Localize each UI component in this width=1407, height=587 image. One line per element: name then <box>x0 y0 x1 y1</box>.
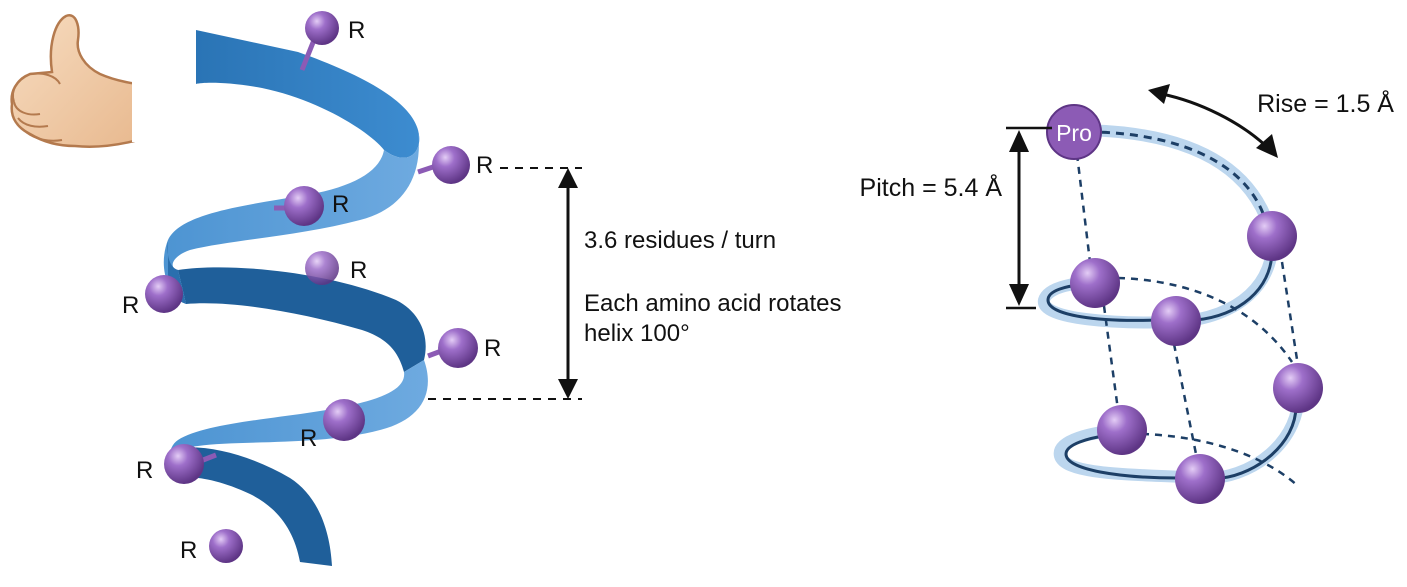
residue <box>1247 211 1297 261</box>
rotation-label-line2: helix 100° <box>584 320 690 347</box>
residue <box>1273 363 1323 413</box>
residue: R <box>305 251 367 285</box>
pitch-measurement: Pitch = 5.4 Å <box>860 126 1052 310</box>
proline-label: Pro <box>1056 120 1092 146</box>
r-label: R <box>300 425 317 452</box>
residue: R <box>136 444 217 484</box>
pitch-label: Pitch = 5.4 Å <box>860 172 1003 202</box>
double-arrow-icon <box>1161 92 1268 148</box>
r-label: R <box>348 17 365 44</box>
rise-label: Rise = 1.5 Å <box>1257 88 1394 118</box>
residues-per-turn-label: 3.6 residues / turn <box>584 227 776 254</box>
residue: R <box>180 529 243 564</box>
residue: R <box>122 275 183 319</box>
residue <box>1175 454 1225 504</box>
r-label: R <box>350 257 367 284</box>
r-label: R <box>122 292 139 319</box>
side-chain-residues: R R R R R R R <box>122 11 501 564</box>
residue <box>1151 296 1201 346</box>
ribbon-front-segment <box>196 30 420 158</box>
turn-measurement: 3.6 residues / turn Each amino acid rota… <box>428 167 841 400</box>
residue: R <box>299 11 365 71</box>
residue: R <box>427 328 501 368</box>
residue <box>1097 405 1147 455</box>
r-label: R <box>136 457 153 484</box>
r-label: R <box>476 152 493 179</box>
thumbs-up-icon <box>10 14 140 148</box>
residue: R <box>417 146 493 184</box>
proline-residue: Pro <box>1046 104 1102 160</box>
r-label: R <box>180 537 197 564</box>
ball-helix: Pro <box>1038 104 1323 504</box>
ribbon-back-segment <box>178 267 426 372</box>
rise-measurement: Rise = 1.5 Å <box>1148 84 1394 158</box>
rotation-label-line1: Each amino acid rotates <box>584 290 841 317</box>
alpha-helix-ribbon <box>163 30 428 566</box>
ribbon-front-segment <box>169 360 428 478</box>
r-label: R <box>332 191 349 218</box>
residue <box>1070 258 1120 308</box>
ribbon-back-segment <box>176 447 332 566</box>
residue: R <box>300 399 365 452</box>
r-label: R <box>484 335 501 362</box>
residue: R <box>274 186 349 226</box>
